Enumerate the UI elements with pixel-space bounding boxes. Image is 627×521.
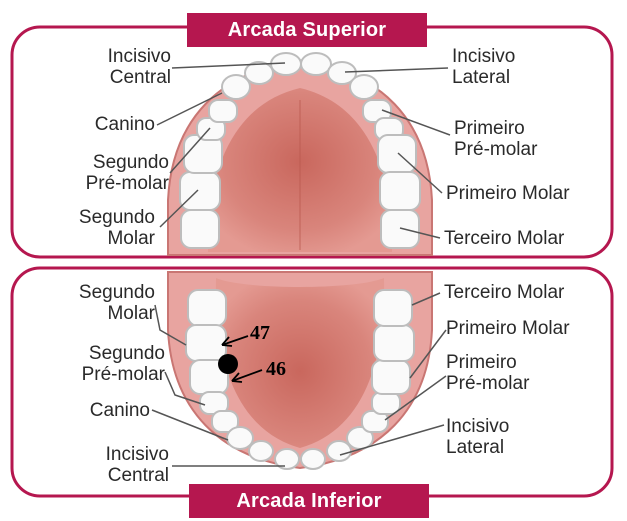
upper-label-second-premolar: Segundo Pré-molar [86,152,169,194]
lower-left-lateral-incisor [249,441,273,461]
upper-label-lateral-incisor-line1: Incisivo [452,46,515,67]
lower-label-first-premolar: Primeiro Pré-molar [446,352,529,394]
lower-label-second-molar: Segundo Molar [79,282,155,324]
marker-dot [218,354,238,374]
lower-label-second-molar-line1: Segundo [79,282,155,303]
lower-right-lateral-incisor [327,441,351,461]
upper-right-canine [350,75,378,99]
upper-right-central-incisor [301,53,331,75]
upper-label-central-incisor-line2: Central [108,67,171,88]
tooth-number-46: 46 [266,358,286,381]
upper-right-second-molar [380,172,420,210]
lower-label-lateral-incisor-line1: Incisivo [446,416,509,437]
upper-label-second-molar: Segundo Molar [79,207,155,249]
lower-label-second-molar-line2: Molar [79,303,155,324]
leader-upper-lateral-incisor [345,68,448,72]
upper-arch-title: Arcada Superior [187,19,427,42]
lower-right-second-molar [374,325,414,361]
upper-arch-illustration [168,53,432,255]
upper-label-first-premolar-line2: Pré-molar [454,139,537,160]
lower-label-second-premolar-line1: Segundo [82,343,165,364]
lower-right-second-premolar [372,392,400,414]
lower-label-first-premolar-line1: Primeiro [446,352,529,373]
lower-right-third-molar [374,290,412,326]
lower-label-lateral-incisor: Incisivo Lateral [446,416,509,458]
upper-label-second-premolar-line2: Pré-molar [86,173,169,194]
upper-left-third-molar [181,210,219,248]
upper-right-first-molar [378,135,416,173]
lower-label-first-molar: Primeiro Molar [446,318,570,339]
lower-label-central-incisor: Incisivo Central [106,444,169,486]
lower-label-first-premolar-line2: Pré-molar [446,373,529,394]
lower-label-lateral-incisor-line2: Lateral [446,437,509,458]
lower-left-second-molar [186,325,226,361]
upper-label-lateral-incisor: Incisivo Lateral [452,46,515,88]
lower-label-third-molar: Terceiro Molar [444,282,564,303]
upper-label-lateral-incisor-line2: Lateral [452,67,515,88]
lower-arch-title: Arcada Inferior [189,490,429,513]
lower-right-central-incisor [301,449,325,469]
upper-label-central-incisor: Incisivo Central [108,46,171,88]
lower-label-central-incisor-line1: Incisivo [106,444,169,465]
upper-label-canine: Canino [95,114,155,135]
upper-label-central-incisor-line1: Incisivo [108,46,171,67]
lower-label-second-premolar: Segundo Pré-molar [82,343,165,385]
upper-label-third-molar: Terceiro Molar [444,228,564,249]
lower-right-first-molar [372,360,410,394]
upper-left-second-molar [180,172,220,210]
tooth-number-47: 47 [250,322,270,345]
upper-left-first-premolar [209,100,237,122]
upper-label-first-molar: Primeiro Molar [446,183,570,204]
upper-right-third-molar [381,210,419,248]
upper-label-first-premolar: Primeiro Pré-molar [454,118,537,160]
upper-label-first-premolar-line1: Primeiro [454,118,537,139]
upper-label-second-molar-line1: Segundo [79,207,155,228]
upper-label-second-molar-line2: Molar [79,228,155,249]
lower-label-second-premolar-line2: Pré-molar [82,364,165,385]
lower-label-central-incisor-line2: Central [106,465,169,486]
lower-label-canine: Canino [90,400,150,421]
lower-left-third-molar [188,290,226,326]
upper-label-second-premolar-line1: Segundo [86,152,169,173]
lower-left-canine [227,427,253,449]
